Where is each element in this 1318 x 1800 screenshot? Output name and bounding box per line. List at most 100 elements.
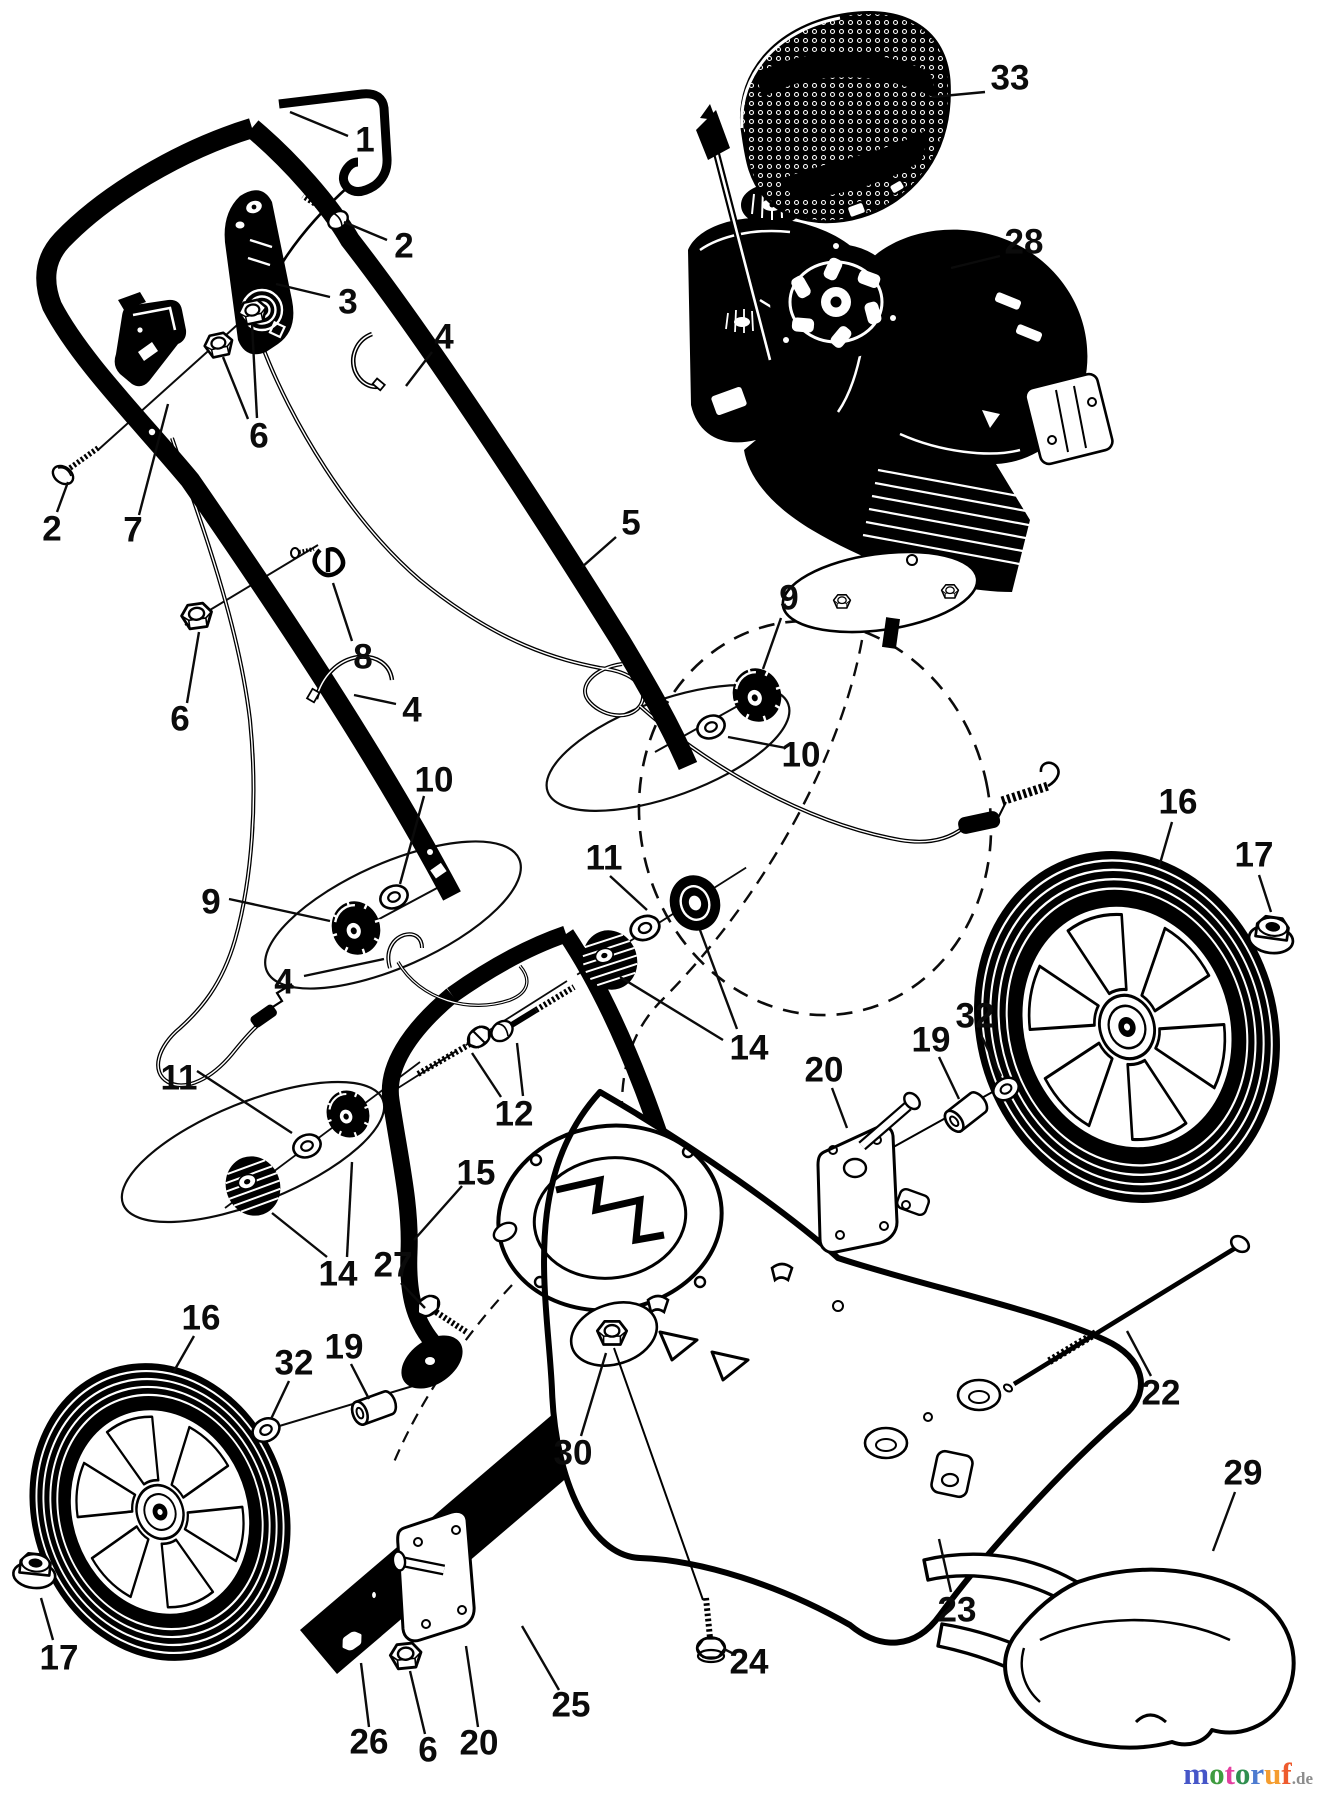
callout-number-28-42: 28 [1005, 223, 1044, 262]
hardware-lower [411, 1234, 1251, 1664]
knob-9-left [321, 891, 391, 965]
callout-leader-19-24 [937, 1056, 961, 1100]
watermark-letter: t [1224, 1756, 1235, 1791]
callout-leader-17-37 [39, 1597, 55, 1641]
callout-number-17-37: 17 [40, 1639, 79, 1678]
knob-9-right [722, 658, 792, 732]
spring-clip-8 [290, 547, 346, 578]
callout-leader-3-2 [275, 282, 331, 299]
nut-6a [201, 330, 237, 360]
callout-leader-4-16 [303, 957, 385, 978]
wheel-left [29, 1363, 291, 1661]
callout-leader-10-13 [398, 795, 426, 885]
callout-leader-16-28 [172, 1335, 196, 1372]
washer-11-left [288, 1129, 326, 1163]
callout-number-2-1: 2 [394, 227, 413, 266]
callout-leader-28-42 [950, 254, 1001, 270]
bolt-26 [334, 1607, 396, 1658]
watermark-letter: o [1209, 1756, 1225, 1791]
watermark-letter: m [1183, 1756, 1210, 1791]
callout-leader-16-21 [1157, 821, 1174, 868]
callout-number-6-39: 6 [418, 1731, 437, 1770]
handle-bracket [114, 292, 187, 387]
engine-base [781, 550, 979, 649]
callout-number-16-28: 16 [182, 1299, 221, 1338]
callout-number-24-35: 24 [730, 1643, 769, 1682]
callout-leader-30-31 [579, 1352, 608, 1437]
bolt-2-right [301, 193, 349, 231]
callout-number-14-27: 14 [319, 1255, 358, 1294]
spring [1000, 781, 1050, 806]
callout-number-11-15: 11 [586, 839, 623, 878]
callout-number-32-29: 32 [275, 1344, 314, 1383]
callout-number-19-24: 19 [912, 1021, 951, 1060]
cable-tie-top [351, 331, 387, 392]
wheel-left-assembly [10, 1363, 476, 1671]
callout-leader-32-23 [979, 1034, 1003, 1077]
callout-number-5-7: 5 [621, 504, 640, 543]
callout-leader-26-38 [359, 1662, 371, 1728]
wheel-knob-14-right [669, 875, 721, 931]
callout-number-10-12: 10 [782, 736, 821, 775]
engine-cover [739, 11, 951, 224]
callout-leader-9-11 [761, 617, 783, 670]
callout-leader-20-40 [464, 1645, 480, 1728]
washer-10-right [692, 710, 730, 744]
callout-number-20-40: 20 [460, 1724, 499, 1763]
handle-tube-hook [278, 89, 392, 196]
callout-leader-14-19 [619, 975, 724, 1042]
callout-leader-2-5 [55, 481, 70, 513]
bolt-2-left [51, 445, 100, 486]
callout-number-16-21: 16 [1159, 783, 1198, 822]
brake-cable [156, 437, 265, 1088]
safety-glasses [922, 1552, 1296, 1750]
callout-number-20-25: 20 [805, 1051, 844, 1090]
callout-leader-12-18 [470, 1052, 503, 1098]
oil-cap [718, 306, 766, 338]
callout-number-6-4: 6 [249, 417, 268, 456]
callout-leader-27-26 [400, 1282, 426, 1309]
callout-number-11-17: 11 [161, 1059, 198, 1098]
dipstick-handle [696, 110, 730, 160]
callout-leader-14-27 [345, 1161, 354, 1258]
callout-number-26-38: 26 [350, 1723, 389, 1762]
callout-leader-17-22 [1257, 874, 1273, 913]
bolt-12a [416, 1021, 496, 1077]
cable-tie-mid [305, 654, 395, 704]
callout-leader-10-12 [727, 735, 787, 750]
mower-deck [492, 1089, 1144, 1646]
callout-leader-33-41 [931, 90, 986, 99]
axle-bracket-20-left [370, 1509, 476, 1643]
bolt-12b [490, 984, 576, 1043]
callout-number-14-19: 14 [730, 1029, 769, 1068]
callout-leader-24-35 [723, 1647, 737, 1657]
callout-number-8-8: 8 [353, 638, 372, 677]
callout-number-4-16: 4 [274, 963, 294, 1002]
nut-6-bottom [387, 1640, 424, 1671]
throttle-control [224, 190, 294, 355]
callout-leader-4-3 [405, 351, 433, 387]
callout-leader-22-32 [1125, 1330, 1153, 1377]
callout-leader-19-30 [349, 1363, 371, 1400]
callout-leader-6-9 [185, 631, 201, 704]
recoil-starter [770, 243, 902, 360]
callout-number-23-34: 23 [938, 1591, 977, 1630]
callout-leader-20-25 [830, 1087, 849, 1129]
callout-number-29-33: 29 [1224, 1454, 1263, 1493]
callout-leader-25-36 [520, 1625, 561, 1691]
muffler [1024, 372, 1114, 466]
callout-number-9-11: 9 [779, 579, 798, 618]
callout-leader-6-39 [408, 1670, 427, 1735]
cable-barrel [250, 983, 293, 1028]
cable-tie-lower [386, 932, 529, 1008]
wheel-right [974, 851, 1280, 1203]
callout-number-25-36: 25 [552, 1686, 591, 1725]
callout-number-10-13: 10 [415, 761, 454, 800]
callout-number-15-20: 15 [457, 1154, 496, 1193]
callout-number-22-32: 22 [1142, 1374, 1181, 1413]
callout-leader-11-15 [609, 875, 648, 911]
watermark-motoruf: motoruf.de [1108, 1756, 1313, 1797]
callout-leader-14-19 [698, 929, 739, 1030]
callout-leader-15-20 [413, 1185, 463, 1241]
callout-number-1-0: 1 [355, 121, 374, 160]
